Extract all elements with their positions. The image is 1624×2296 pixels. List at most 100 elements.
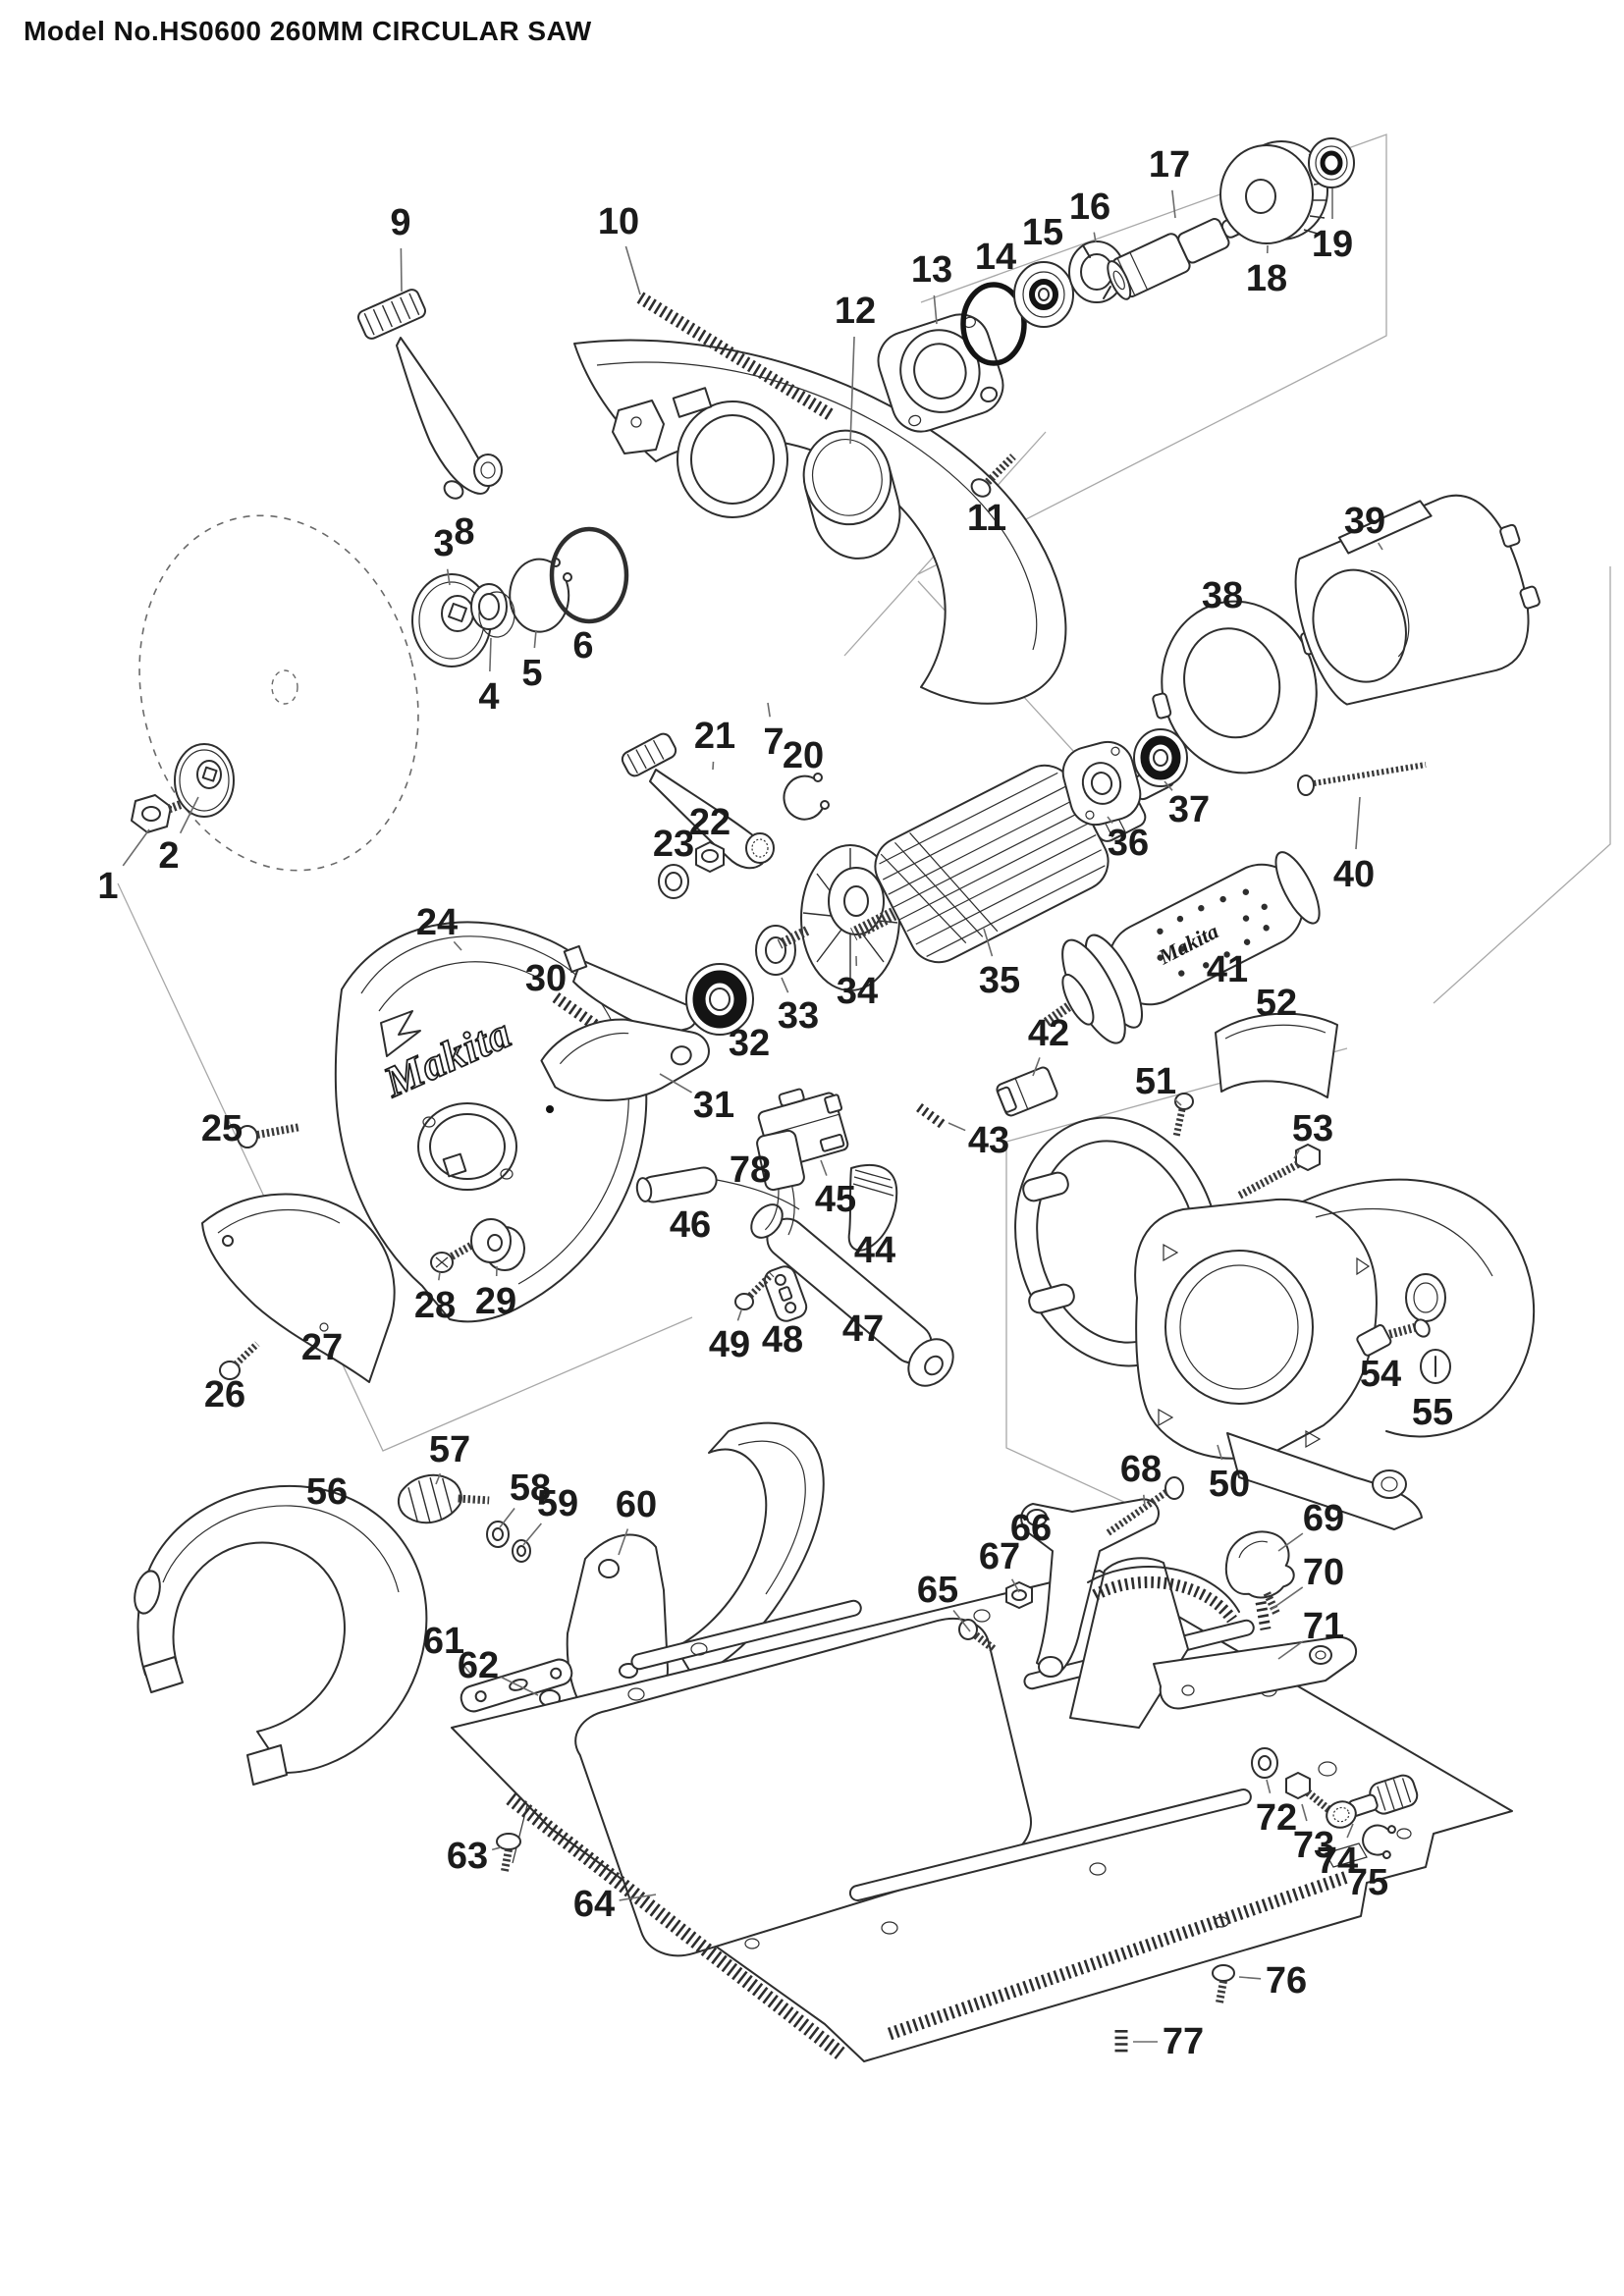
part-25-screw <box>237 1123 301 1148</box>
page-title: Model No.HS0600 260MM CIRCULAR SAW <box>24 16 592 46</box>
part-label-21-lever: 21 <box>694 716 735 757</box>
part-54-brush-cap-screw <box>1356 1318 1431 1357</box>
part-label-62-screw: 62 <box>458 1645 499 1686</box>
leader-line-68 <box>1142 1494 1146 1507</box>
leader-line-58 <box>499 1508 515 1528</box>
part-9-lever <box>356 289 503 495</box>
part-label-10-compression-spring: 10 <box>598 201 639 242</box>
leader-line-13 <box>933 294 938 325</box>
part-label-73-bolt: 73 <box>1293 1825 1334 1866</box>
part-label-57-knob: 57 <box>429 1429 470 1470</box>
part-71-quadrant-plate <box>1069 1557 1358 1729</box>
leader-line-57 <box>435 1472 442 1485</box>
part-label-34-fan: 34 <box>837 971 878 1012</box>
part-53-bolt <box>1237 1144 1321 1200</box>
part-20-e-clip <box>783 773 830 821</box>
leader-line-45 <box>820 1159 828 1176</box>
part-label-56-handle-cover: 56 <box>306 1471 348 1513</box>
part-label-16-lock-washer: 16 <box>1069 187 1110 228</box>
part-7-safety-cover <box>573 339 1067 705</box>
part-label-49-screw: 49 <box>709 1324 750 1365</box>
part-2-outer-flange <box>174 743 235 818</box>
leader-line-76 <box>1238 1976 1262 1980</box>
leader-line-2 <box>179 796 199 834</box>
part-label-45-switch: 45 <box>815 1179 856 1220</box>
part-label-41-front-grip: 41 <box>1207 949 1248 990</box>
part-23-washer <box>658 864 689 899</box>
part-label-28-screw: 28 <box>414 1285 456 1326</box>
leader-line-33 <box>781 977 789 993</box>
part-label-54-brush-cap-screw: 54 <box>1360 1354 1401 1395</box>
part-label-11-screw: 11 <box>967 498 1006 539</box>
part-37-ball-bearing <box>1133 728 1188 787</box>
part-47-handle-bar <box>750 1203 954 1387</box>
leader-line-72 <box>1266 1779 1272 1794</box>
part-label-55-cap: 55 <box>1412 1392 1453 1433</box>
part-label-47-handle-bar: 47 <box>842 1308 884 1350</box>
part-15-ball-bearing <box>1013 261 1074 328</box>
part-18-gear <box>1219 140 1329 244</box>
leader-line-49 <box>736 1309 742 1321</box>
leader-line-28 <box>437 1271 441 1281</box>
leader-line-74 <box>1346 1823 1354 1839</box>
part-44-trigger <box>847 1163 898 1252</box>
part-63-screw <box>496 1833 521 1872</box>
part-67-nut <box>1005 1581 1033 1609</box>
part-label-27-safety-cover-lower: 27 <box>301 1327 343 1368</box>
part-label-35-armature: 35 <box>979 960 1020 1001</box>
part-label-74-lever: 74 <box>1317 1841 1358 1882</box>
leader-line-60 <box>618 1528 629 1556</box>
part-label-4-ring: 4 <box>478 676 499 718</box>
leader-line-43 <box>947 1122 966 1132</box>
part-label-5-retaining-ring: 5 <box>521 653 542 694</box>
part-label-20-e-clip: 20 <box>783 735 824 776</box>
part-label-66-lever-arm: 66 <box>1010 1508 1052 1549</box>
part-52-name-plate <box>1215 1012 1338 1098</box>
part-72-washer <box>1251 1747 1278 1779</box>
part-68-bolt <box>1105 1476 1184 1536</box>
part-16-lock-washer <box>1068 240 1125 303</box>
leader-line-64 <box>619 1894 657 1901</box>
part-label-23-washer: 23 <box>653 824 694 865</box>
part-51-screw <box>1172 1093 1194 1138</box>
leader-line-5 <box>533 629 537 649</box>
leader-line-65 <box>952 1609 971 1632</box>
part-10-compression-spring <box>636 292 837 422</box>
leader-line-70 <box>1270 1586 1304 1611</box>
leader-line-12 <box>849 336 855 445</box>
part-label-39-stator: 39 <box>1344 501 1385 542</box>
part-label-44-trigger: 44 <box>854 1230 895 1271</box>
part-66-lever-arm <box>1020 1498 1160 1678</box>
part-49-screw <box>734 1271 775 1310</box>
part-1-hex-bolt <box>131 792 202 833</box>
part-3-inner-flange <box>411 573 492 667</box>
part-label-68-bolt: 68 <box>1120 1449 1162 1490</box>
part-label-6-o-ring: 6 <box>572 625 593 667</box>
part-6-o-ring <box>549 526 629 624</box>
part-40-screw <box>1297 762 1427 796</box>
part-label-3-inner-flange: 3 <box>433 523 454 564</box>
part-label-8-screw: 8 <box>454 511 474 553</box>
leader-line-51 <box>1173 1098 1182 1106</box>
part-70-spring <box>1255 1601 1272 1630</box>
part-label-75-snap-ring: 75 <box>1347 1862 1388 1903</box>
part-69-clamp-knob <box>1224 1530 1295 1615</box>
part-label-24-blade-case: 24 <box>416 902 458 943</box>
part-label-60-bracket: 60 <box>616 1484 657 1525</box>
part-32-ball-bearing <box>685 963 754 1036</box>
part-label-25-screw: 25 <box>201 1108 243 1149</box>
leader-line-67 <box>1010 1578 1020 1593</box>
part-label-18-gear: 18 <box>1246 258 1287 299</box>
part-74-lever <box>1326 1774 1419 1829</box>
leader-line-59 <box>522 1522 542 1546</box>
part-label-31-link: 31 <box>693 1085 734 1126</box>
part-label-69-clamp-knob: 69 <box>1303 1498 1344 1539</box>
part-33-washer <box>755 925 796 976</box>
part-label-50-motor-housing: 50 <box>1209 1464 1250 1505</box>
part-label-76-screw: 76 <box>1266 1960 1307 2002</box>
part-34-fan <box>777 844 900 991</box>
part-75-snap-ring <box>1362 1824 1396 1859</box>
part-label-65-screw: 65 <box>917 1570 958 1611</box>
part-78-capacitor <box>756 1129 805 1236</box>
part-label-29-roller: 29 <box>475 1281 516 1322</box>
